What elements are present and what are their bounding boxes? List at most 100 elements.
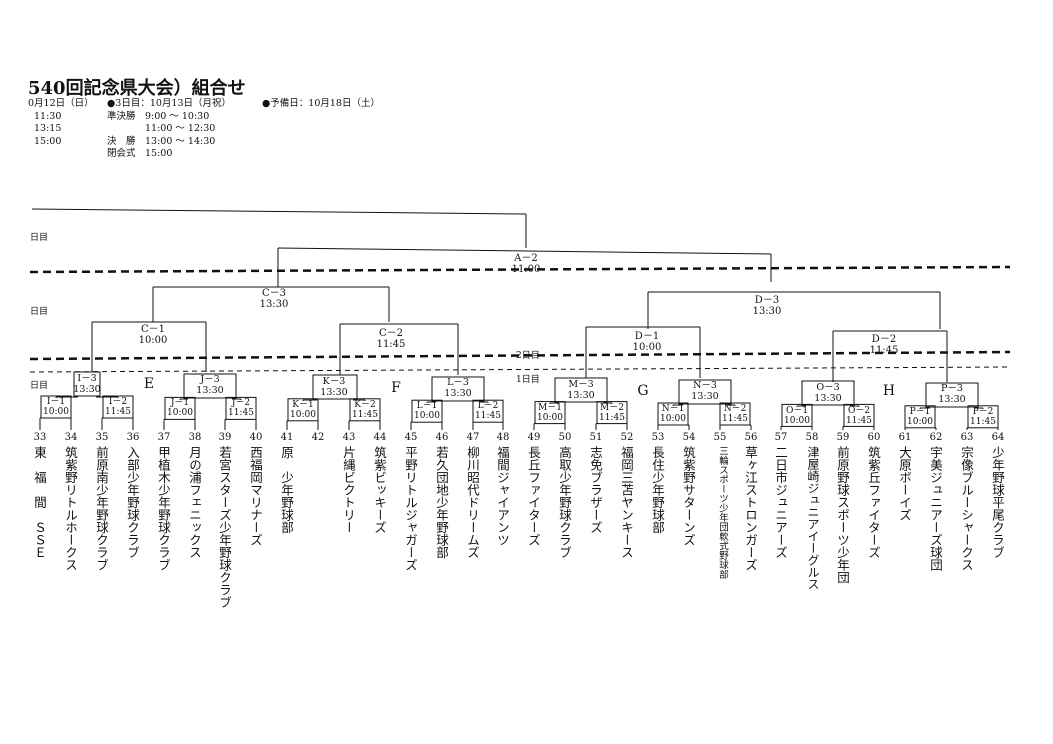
match-code: P－3 — [941, 383, 963, 394]
match-time: 10:00 — [784, 416, 810, 426]
match-time: 11:45 — [475, 411, 501, 421]
match-time: 11:45 — [599, 413, 625, 423]
team-name: 筑紫丘ファイターズ — [866, 446, 881, 559]
day2-time: 15:00 — [34, 135, 62, 147]
team-name: 片縄ビクトリー — [341, 446, 356, 534]
team-number: 45 — [404, 432, 418, 443]
match-box — [102, 395, 134, 419]
match-time: 13:30 — [691, 390, 719, 402]
team-name: 前原南少年野球クラブ — [94, 446, 109, 571]
match-code: I－3 — [77, 373, 97, 384]
day3-row: 決 勝 13:00 ～ 14:30 — [107, 135, 216, 147]
match-code: N－1 — [661, 404, 685, 414]
match-box — [40, 395, 72, 419]
team-name: 平野リトルジャガーズ — [403, 446, 418, 571]
match-code: L－2 — [477, 401, 499, 411]
match-time: 10:00 — [537, 413, 563, 423]
match-box — [843, 403, 875, 427]
match-code: O－2 — [847, 406, 871, 416]
match-time: 13:30 — [320, 386, 348, 398]
team-name: 長住少年野球部 — [650, 446, 665, 534]
match-box — [657, 402, 689, 426]
match-time: 10:00 — [138, 335, 168, 346]
match-box — [801, 380, 855, 406]
match-box — [596, 401, 628, 425]
match-box — [73, 371, 101, 397]
team-number: 61 — [898, 432, 912, 443]
team-number: 59 — [836, 432, 850, 443]
match-label: D－3 13:30 — [753, 295, 782, 317]
match-time: 13:30 — [444, 387, 472, 399]
team-number: 50 — [558, 432, 572, 443]
match-code: D－2 — [871, 334, 897, 345]
team-name: 筑紫ビッキーズ — [372, 446, 387, 534]
day3-schedule: ●3日目：10月13日（月祝） 準決勝 9:00 ～ 10:30 11:00 ～… — [107, 98, 231, 161]
block-letter-g: G — [637, 383, 649, 399]
match-code: K－1 — [292, 400, 314, 410]
round-label-day1: 1日目 — [516, 375, 540, 385]
match-time: 13:30 — [814, 392, 842, 404]
match-code: D－3 — [754, 295, 780, 306]
round-divider — [29, 366, 1011, 373]
match-code: J－1 — [170, 398, 190, 408]
team-number: 34 — [64, 432, 78, 443]
team-name: 若久団地少年野球部 — [434, 446, 449, 559]
match-time: 10:00 — [907, 417, 933, 427]
match-code: I－2 — [108, 397, 128, 407]
day3-date: ●3日目：10月13日（月祝） — [107, 98, 232, 109]
team-name: 津屋崎ジュニアイーグルス — [806, 446, 820, 590]
match-box — [925, 382, 979, 408]
match-code: K－2 — [354, 400, 376, 410]
team-number: 60 — [867, 432, 881, 443]
round-label-day2: 2日目 — [516, 351, 540, 361]
team-number: 53 — [651, 432, 665, 443]
team-number: 40 — [249, 432, 263, 443]
team-name: 宇美ジュニアーズ球団 — [928, 446, 943, 571]
match-code: M－3 — [568, 379, 594, 390]
match-code: P－1 — [909, 407, 931, 417]
match-time: 11:45 — [105, 407, 131, 417]
team-name: 三輪スポーツ少年団軟式野球部 — [717, 446, 728, 579]
match-code: O－1 — [785, 406, 809, 416]
team-name: 甲植木少年野球クラブ — [156, 446, 171, 571]
team-number: 38 — [188, 432, 202, 443]
match-code: L－3 — [447, 377, 469, 388]
match-label: A－2 11:00 — [512, 253, 541, 275]
match-time: 11:45 — [722, 414, 748, 424]
match-label: D－2 11:45 — [870, 334, 899, 356]
match-box — [554, 377, 608, 403]
team-number: 36 — [126, 432, 140, 443]
team-name: 少年野球平尾クラブ — [990, 446, 1005, 559]
round-label-left: 日目 — [30, 381, 49, 391]
match-time: 11:45 — [970, 417, 996, 427]
team-number: 41 — [280, 432, 294, 443]
team-number: 64 — [991, 432, 1005, 443]
match-time: 13:30 — [938, 393, 966, 405]
match-code: N－2 — [723, 404, 747, 414]
team-name: 西福岡マリナーズ — [248, 446, 263, 546]
match-code: M－2 — [600, 403, 624, 413]
team-name: 福間ジャイアンツ — [495, 446, 510, 546]
team-number: 48 — [496, 432, 510, 443]
match-time: 11:45 — [228, 408, 254, 418]
bracket-line — [31, 208, 527, 215]
team-number: 33 — [33, 432, 47, 443]
match-time: 10:00 — [660, 414, 686, 424]
team-number: 56 — [744, 432, 758, 443]
day2-time: 13:15 — [34, 123, 62, 134]
match-box — [312, 374, 358, 400]
match-time: 13:30 — [259, 299, 289, 310]
match-code: C－2 — [378, 328, 404, 339]
team-number: 44 — [373, 432, 387, 443]
